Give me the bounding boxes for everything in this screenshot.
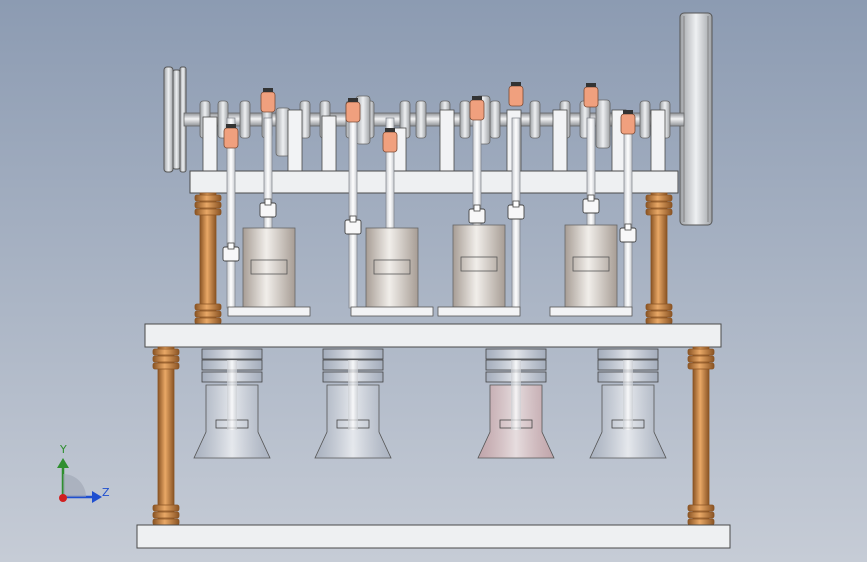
- seal-ring: [201, 348, 263, 360]
- crank-web: [415, 100, 427, 139]
- bearing-pedestal: [202, 116, 218, 172]
- pulley[interactable]: [163, 66, 187, 173]
- column: [645, 192, 673, 325]
- rod-bearing: [508, 85, 524, 107]
- cylinder: [350, 227, 434, 317]
- cylinder-flange: [549, 306, 633, 317]
- lower-cylinder: [314, 348, 392, 459]
- column-ring: [645, 201, 673, 209]
- cylinder-flange: [227, 306, 311, 317]
- upper-cylinders: [227, 224, 633, 317]
- column-ring: [152, 348, 180, 356]
- bearing-cap: [385, 128, 395, 132]
- column-ring: [687, 348, 715, 356]
- column: [194, 192, 222, 325]
- rod-bearing: [223, 127, 239, 149]
- lower-columns: [152, 346, 715, 526]
- column-ring: [687, 504, 715, 512]
- column-ring: [645, 303, 673, 311]
- lower-cylinder: [477, 348, 555, 459]
- crank-web: [239, 100, 251, 139]
- bearing-cap: [263, 88, 273, 92]
- cylinder: [227, 227, 311, 317]
- column-ring: [194, 317, 222, 325]
- origin-marker: [59, 494, 67, 502]
- bearing-cap: [511, 82, 521, 86]
- column-ring: [194, 201, 222, 209]
- column-ring: [194, 310, 222, 318]
- bearing-pedestal: [552, 109, 568, 172]
- cylinder-flange: [350, 306, 434, 317]
- rod-bearing: [469, 99, 485, 121]
- lower-cylinder: [193, 348, 271, 459]
- bearing-cap: [226, 124, 236, 128]
- connecting-rod: [348, 117, 358, 309]
- bearing-cap: [348, 98, 358, 102]
- bearing-cap: [472, 96, 482, 100]
- column-ring: [645, 310, 673, 318]
- bearing-cap: [623, 110, 633, 114]
- cylinder: [549, 224, 633, 317]
- seal-ring: [485, 348, 547, 360]
- crankshaft[interactable]: [183, 95, 685, 157]
- rod-bearing: [583, 86, 599, 108]
- upper-plate[interactable]: [189, 170, 679, 194]
- column-ring: [687, 362, 715, 370]
- orientation-triad[interactable]: [57, 458, 102, 503]
- y-axis-label: Y: [60, 443, 67, 456]
- rod-bearing: [345, 101, 361, 123]
- rod-bearing: [620, 113, 636, 135]
- crank-web: [489, 100, 501, 139]
- seal-ring: [322, 348, 384, 360]
- column-ring: [687, 355, 715, 363]
- seal-ring: [597, 348, 659, 360]
- z-axis-label: Z: [102, 486, 110, 499]
- bearing-pedestal: [287, 109, 303, 172]
- cylinder: [437, 224, 521, 317]
- column-ring: [194, 194, 222, 202]
- flywheel[interactable]: [679, 12, 713, 226]
- column-ring: [152, 518, 180, 526]
- column-ring: [645, 208, 673, 216]
- column: [687, 346, 715, 526]
- bearing-cap: [586, 83, 596, 87]
- column-ring: [152, 355, 180, 363]
- bearing-pedestal: [650, 109, 666, 172]
- connecting-rod: [623, 117, 633, 309]
- crank-web: [459, 100, 471, 139]
- lower-cylinders: [193, 348, 667, 459]
- column-ring: [152, 362, 180, 370]
- crank-web: [529, 100, 541, 139]
- rod-bearing: [260, 91, 276, 113]
- lower-cylinder: [589, 348, 667, 459]
- column-ring: [645, 194, 673, 202]
- cylinder-flange: [437, 306, 521, 317]
- base-plate[interactable]: [136, 524, 731, 549]
- column: [152, 346, 180, 526]
- rod-bearing: [382, 131, 398, 153]
- upper-columns: [194, 192, 673, 325]
- column-ring: [687, 518, 715, 526]
- column-ring: [645, 317, 673, 325]
- bearing-pedestal: [321, 115, 337, 172]
- rod-bearings: [223, 82, 636, 153]
- column-ring: [152, 504, 180, 512]
- column-ring: [194, 208, 222, 216]
- column-ring: [152, 511, 180, 519]
- crank-web: [639, 100, 651, 139]
- column-ring: [687, 511, 715, 519]
- middle-plate[interactable]: [144, 323, 722, 348]
- crank-throw: [595, 99, 611, 149]
- column-ring: [194, 303, 222, 311]
- bearing-pedestal: [439, 109, 455, 172]
